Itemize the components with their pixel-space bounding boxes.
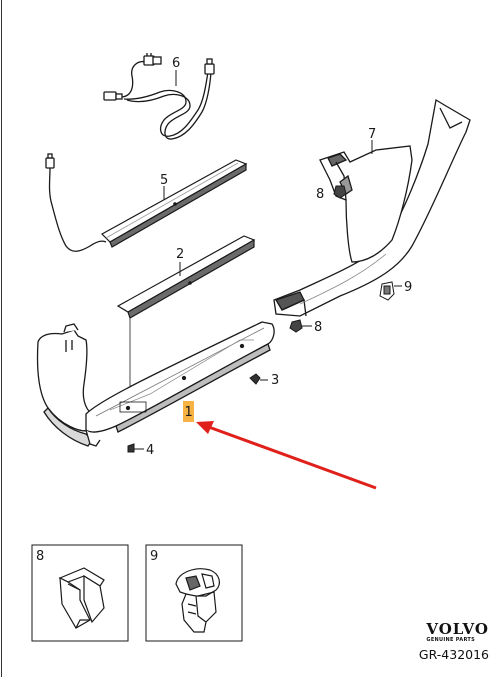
part-6-wiring-harness xyxy=(103,53,215,140)
genuine-parts-tagline: GENUINE PARTS xyxy=(426,637,475,643)
callout-5: 5 xyxy=(160,173,168,188)
callout-8-upper: 8 xyxy=(316,187,324,202)
detail-box-8-label: 8 xyxy=(36,549,44,564)
clip-8-detail-icon xyxy=(58,567,105,629)
diagram-code: GR-432016 xyxy=(418,647,489,662)
callout-4: 4 xyxy=(146,443,154,458)
red-arrow xyxy=(196,421,377,490)
part-5-scuff-plate xyxy=(101,159,248,248)
clip-9-detail-icon xyxy=(175,568,220,633)
detail-box-9-label: 9 xyxy=(150,549,158,564)
callout-2: 2 xyxy=(176,247,184,262)
part-3-screw xyxy=(249,373,268,385)
part-5-cable xyxy=(45,153,107,252)
detail-box-8: 8 xyxy=(31,544,129,642)
callout-1-highlight xyxy=(183,401,194,422)
callout-6: 6 xyxy=(172,56,180,71)
part-4-screw xyxy=(127,443,144,453)
part-8-clip-upper xyxy=(333,185,347,199)
part-9-clip xyxy=(379,281,395,301)
part-1-sill-panel xyxy=(36,321,275,447)
detail-box-9: 9 xyxy=(145,544,243,642)
callout-3: 3 xyxy=(271,373,279,388)
callout-1: 1 xyxy=(185,405,193,420)
part-2-trim-strip xyxy=(116,235,256,319)
brand-block: VOLVO GENUINE PARTS GR-432016 xyxy=(419,620,489,662)
part-8-clip-lower xyxy=(289,319,312,333)
callout-9: 9 xyxy=(404,280,412,295)
volvo-logo: VOLVO xyxy=(426,620,489,638)
callout-7: 7 xyxy=(368,127,376,142)
callout-8-lower: 8 xyxy=(314,320,322,335)
